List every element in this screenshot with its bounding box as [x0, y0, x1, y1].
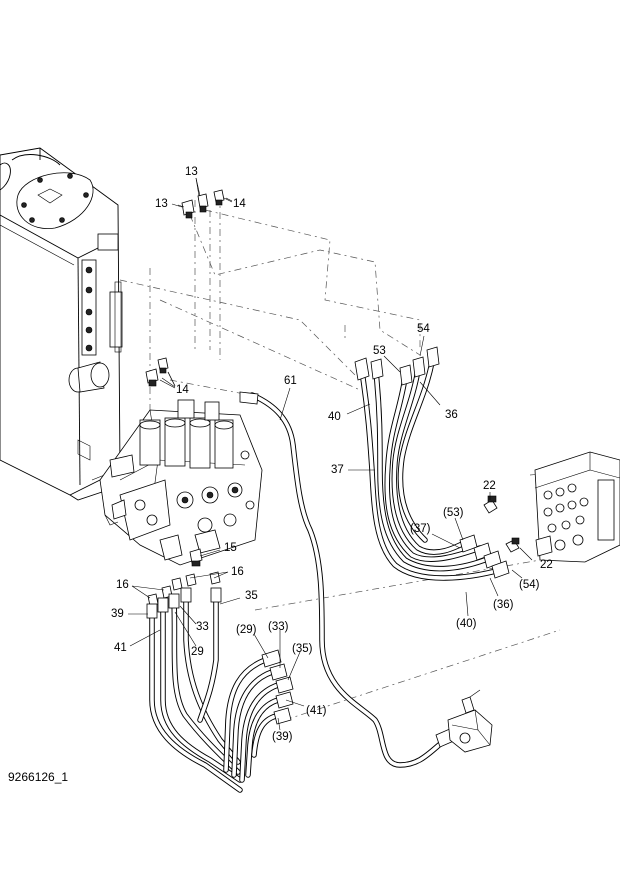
fittings-14-lower: [145, 357, 176, 389]
callout-53-ref: (53): [443, 507, 464, 519]
callout-40: 40: [328, 411, 341, 423]
fittings-22: [483, 495, 520, 553]
callout-29-ref: (29): [236, 624, 257, 636]
callout-61: 61: [284, 375, 297, 387]
leader-lines: [128, 177, 533, 731]
callout-16-left: 16: [116, 579, 129, 591]
callout-33-ref: (33): [268, 621, 289, 633]
callout-22-upper: 22: [483, 480, 496, 492]
callout-36-ref: (36): [493, 599, 514, 611]
callout-15: 15: [224, 542, 237, 554]
callout-33: 33: [196, 621, 209, 633]
pilot-valve: [447, 689, 493, 753]
tank-side-ports: [81, 233, 123, 356]
callout-39-ref: (39): [272, 731, 293, 743]
callout-13-lower: 13: [155, 198, 168, 210]
callout-36: 36: [445, 409, 458, 421]
callout-53: 53: [373, 345, 386, 357]
port-fittings-15-16: [147, 548, 221, 607]
top-fittings-13-14: [177, 177, 233, 219]
callout-37-ref: (37): [410, 523, 431, 535]
callout-29: 29: [191, 646, 204, 658]
left-hose-bundle: [146, 587, 243, 793]
callout-41: 41: [114, 642, 127, 654]
callout-16-right: 16: [231, 566, 244, 578]
callout-14-top: 14: [233, 198, 246, 210]
callout-13: 13: [185, 166, 198, 178]
long-hose-61: [239, 391, 457, 768]
callout-41-ref: (41): [306, 705, 327, 717]
hydraulic-tank: [0, 147, 123, 501]
callout-39: 39: [111, 608, 124, 620]
callout-labels: 13 13 14 14 61 54 53 40 36 37 22 (53) (3…: [111, 166, 553, 743]
swing-motor-valve: [534, 451, 620, 563]
tank-pipe-stub: [68, 361, 110, 393]
callout-54: 54: [417, 323, 430, 335]
drawing-number: 9266126_1: [8, 770, 69, 784]
callout-37: 37: [331, 464, 344, 476]
callout-35-ref: (35): [292, 643, 313, 655]
lower-hose-bundle: [223, 649, 294, 783]
callout-22-lower: 22: [540, 559, 553, 571]
right-hose-bundle: [354, 346, 510, 581]
callout-54-ref: (54): [519, 579, 540, 591]
callout-14-middle: 14: [176, 384, 189, 396]
callout-35: 35: [245, 590, 258, 602]
control-valve-block: [99, 399, 263, 566]
callout-40-ref: (40): [456, 618, 477, 630]
tank-cover-plate: [16, 172, 94, 229]
